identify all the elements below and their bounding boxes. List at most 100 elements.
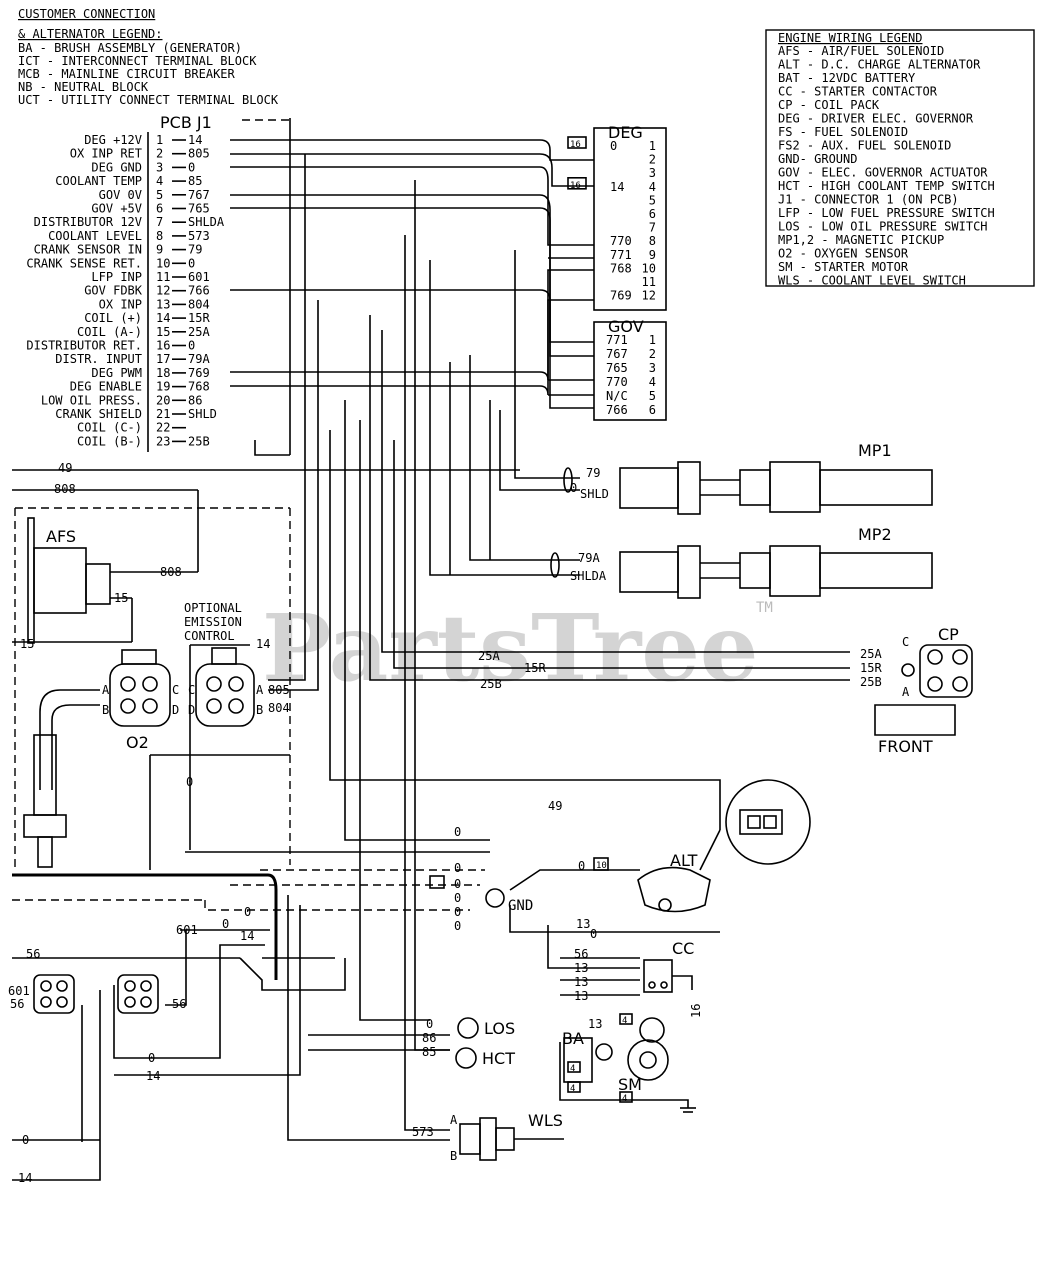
deg-pin-number: 11 [642,275,656,289]
pcb-pin-number: 3 [156,160,163,174]
cp-pin-a: A [902,685,910,699]
cp-pin-c: C [902,635,909,649]
cc-label: CC [672,939,694,958]
alt-wire-13: 13 [576,917,590,931]
pcb-pin-number: 5 [156,188,163,202]
deg-tag: 16 [570,140,581,150]
opt-pin-b: B [256,703,263,717]
pcb-pin-wire: 79A [188,352,210,366]
pcb-pin-wire: 85 [188,174,202,188]
opt-pin-c: C [188,683,195,697]
cp-wire-25b: 25B [860,675,882,689]
deg-pin-wire: 771 [610,248,632,262]
engine-legend-item: SM - STARTER MOTOR [778,260,909,274]
o2-label: O2 [126,733,149,752]
gov-pin-wire: 765 [606,361,628,375]
pcb-pin-wire: 86 [188,393,202,407]
deg-tag-box [567,177,587,190]
opt-pin-d: D [188,703,195,717]
pcb-pin-number: 13 [156,297,170,311]
coolant-level-switch: WLS 573 A B [412,1111,564,1163]
pcb-pin-wire: 573 [188,229,210,243]
alt-legend-item: BA - BRUSH ASSEMBLY (GENERATOR) [18,41,242,55]
deg-tag-box [567,136,587,149]
wls-label: WLS [528,1111,563,1130]
left-wire-49: 49 [58,461,72,475]
pcb-pin-wire: 0 [188,160,195,174]
pcb-pin-wire: 79 [188,243,202,257]
engine-legend-box [765,29,1035,287]
deg-pin-number: 5 [649,193,656,207]
wire-0-mid: 0 [222,917,229,931]
opt-wire-0: 0 [186,775,193,789]
engine-legend-item: ALT - D.C. CHARGE ALTERNATOR [778,58,981,72]
mp1-wire-shld: SHLD [580,487,609,501]
cp-wire-25a: 25A [860,647,882,661]
deg-pin-number: 4 [649,180,656,194]
gov-pin-number: 2 [649,347,656,361]
pcb-pin-number: 1 [156,133,163,147]
engine-legend-item: FS2 - AUX. FUEL SOLENOID [778,139,951,153]
deg-pin-wire: 14 [610,180,624,194]
los-label: LOS [484,1019,515,1038]
gov-pin-wire: 771 [606,333,628,347]
left-wire-15: 15 [20,637,34,651]
left-wire-808: 808 [54,482,76,496]
gov-pin-number: 4 [649,375,656,389]
pcb-pin-number: 20 [156,393,170,407]
mp2-sensor: MP2 79A SHLDA [550,525,933,599]
o2-pin-d: D [172,703,179,717]
pcb-pin-label: COIL (B-) [77,434,142,448]
pcb-pin-wire: 25B [188,434,210,448]
afs-wire-15: 15 [114,591,128,605]
pcb-pin-number: 10 [156,256,170,270]
pcb-pin-number: 6 [156,202,163,216]
pcb-pin-label: LOW OIL PRESS. [41,393,142,407]
wire-0-bottom: 0 [148,1051,155,1065]
pcb-pin-number: 21 [156,407,170,421]
pcb-pin-label: GOV FDBK [84,284,143,298]
pcb-pin-wire: 805 [188,147,210,161]
mp1-sensor: MP1 79 0 SHLD [563,441,933,515]
mp1-wire-0: 0 [570,481,577,495]
pcb-pin-label: CRANK SENSE RET. [26,256,142,270]
pcb-pin-wire: 0 [188,339,195,353]
optional-emission-control: OPTIONAL EMISSION CONTROL C D A B 805 80… [184,601,290,789]
cp-wire-25b-mid: 25B [480,677,502,691]
deg-pin-number: 12 [642,289,656,303]
o2-sensor: O2 A B C D [23,649,179,868]
gnd-wire-0-f: 0 [454,919,461,933]
pcb-pin-wire: 765 [188,202,210,216]
alt-wire-0: 0 [578,859,585,873]
pcb-pin-label: COOLANT LEVEL [48,229,142,243]
wire-14-left: 14 [18,1171,32,1185]
deg-pin-number: 6 [649,207,656,221]
watermark: PartsTree [262,594,758,702]
pcb-pin-label: COOLANT TEMP [55,174,142,188]
conn-wire-56: 56 [10,997,24,1011]
pcb-pin-number: 11 [156,270,170,284]
alt-wire-10: 10 [596,861,607,871]
pcb-pin-label: COIL (A-) [77,325,142,339]
pcb-pin-label: GOV 0V [99,188,142,202]
alt-legend-item: MCB - MAINLINE CIRCUIT BREAKER [18,67,236,81]
mp2-wire-79a: 79A [578,551,600,565]
pcb-pin-label: DISTRIBUTOR RET. [26,339,142,353]
pcb-pin-label: LFP INP [91,270,142,284]
wls-pin-b: B [450,1149,457,1163]
afs-wire-808: 808 [160,565,182,579]
pcb-pin-number: 2 [156,147,163,161]
sm-wire-4: 4 [622,1094,627,1104]
left-wire-56-top: 56 [26,947,40,961]
cp-front-label: FRONT [878,737,933,756]
pcb-pin-wire: 0 [188,256,195,270]
engine-legend-item: GND- GROUND [778,152,857,166]
cc-wire-56: 56 [574,947,588,961]
pcb-pin-number: 15 [156,325,170,339]
alt-wire-49: 49 [548,799,562,813]
deg-pin-number: 8 [649,234,656,248]
pcb-pin-label: COIL (C-) [77,421,142,435]
cp-label: CP [938,625,959,644]
wire-14-bottom: 14 [146,1069,160,1083]
los-hct-switches: LOS 0 86 HCT 85 [422,1017,515,1069]
